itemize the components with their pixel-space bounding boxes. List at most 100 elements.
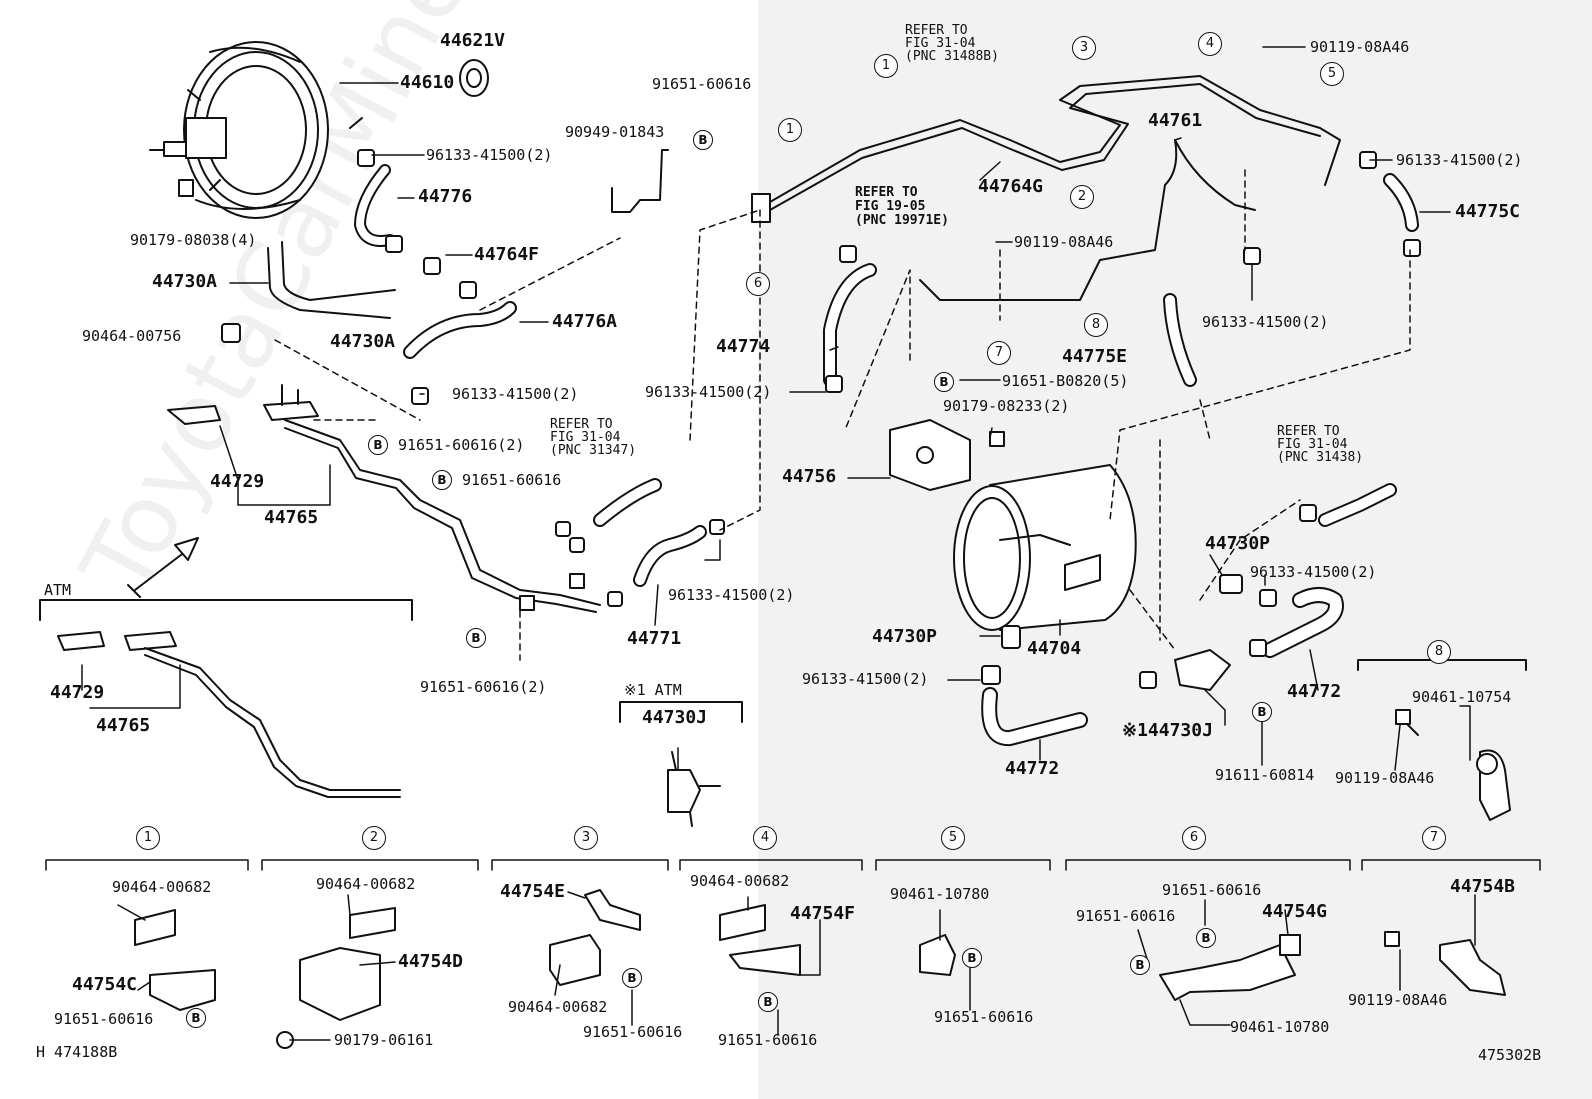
part-44774-label: 44774 xyxy=(716,336,771,357)
pipe-44730A xyxy=(267,247,391,319)
part-44764G-label: 44764G xyxy=(978,176,1044,197)
section-7-callout: 7 xyxy=(1422,826,1446,850)
part-44765-label: 44765 xyxy=(96,715,151,736)
part-96133-label: 96133-41500(2) xyxy=(452,385,579,403)
atm-variant-label: ※1 ATM xyxy=(624,681,682,699)
part-44775C-label: 44775C xyxy=(1455,201,1521,222)
callout-8: 8 xyxy=(1427,640,1451,664)
section-6-callout: 6 xyxy=(1182,826,1206,850)
plate-44729 xyxy=(167,405,221,425)
b-marker: B xyxy=(368,435,388,455)
charcoal-canister-drawing xyxy=(953,464,1137,631)
part-44621V-label: 44621V xyxy=(440,30,506,51)
part-91651-60616-label: 91651-60616 xyxy=(718,1031,818,1049)
pipe-44765-lower xyxy=(144,647,401,791)
part-96133-label: 96133-41500(2) xyxy=(668,586,795,604)
part-44730P-label: 44730P xyxy=(872,626,938,647)
part-44754C-label: 44754C xyxy=(72,974,138,995)
section-4-callout: 4 xyxy=(753,826,777,850)
part-44729-label: 44729 xyxy=(210,471,265,492)
part-44610-label: 44610 xyxy=(400,72,455,93)
part-44765-label: 44765 xyxy=(264,507,319,528)
part-90119-08A46-label: 90119-08A46 xyxy=(1014,233,1114,251)
part-44761-label: 44761 xyxy=(1148,110,1203,131)
part-90464-00682-label: 90464-00682 xyxy=(690,872,790,890)
part-44754G-label: 44754G xyxy=(1262,901,1328,922)
part-44754F-label: 44754F xyxy=(790,903,856,924)
callout-5: 5 xyxy=(1320,62,1344,86)
part-44730A-label: 44730A xyxy=(152,271,218,292)
b-marker: B xyxy=(622,968,642,988)
part-90461-10754-label: 90461-10754 xyxy=(1412,688,1512,706)
part-96133-label: 96133-41500(2) xyxy=(426,146,553,164)
b-marker: B xyxy=(1196,928,1216,948)
part-44771-label: 44771 xyxy=(627,628,682,649)
section-2-callout: 2 xyxy=(362,826,386,850)
part-90119-08A46-label: 90119-08A46 xyxy=(1348,991,1448,1009)
callout-8: 8 xyxy=(1084,313,1108,337)
part-91651-B0820-label: 91651-B0820(5) xyxy=(1002,372,1129,390)
pipe-44765-upper xyxy=(284,419,601,606)
part-44730J-label: 44730J xyxy=(642,707,708,728)
part-91651-60616-label: 91651-60616 xyxy=(462,471,562,489)
part-44775E-label: 44775E xyxy=(1062,346,1128,367)
part-90464-00682-label: 90464-00682 xyxy=(316,875,416,893)
section-3-callout: 3 xyxy=(574,826,598,850)
seal-drawing xyxy=(459,59,489,97)
callout-6: 6 xyxy=(746,272,770,296)
part-90179-08038-label: 90179-08038(4) xyxy=(130,231,257,249)
callout-2: 2 xyxy=(1070,185,1094,209)
part-91651-60616-label: 91651-60616 xyxy=(583,1023,683,1041)
b-marker: B xyxy=(934,372,954,392)
part-44776A-label: 44776A xyxy=(552,311,618,332)
part-44772-label: 44772 xyxy=(1287,681,1342,702)
part-91651-60616-label: 91651-60616(2) xyxy=(398,436,525,454)
part-44754D-label: 44754D xyxy=(398,951,464,972)
callout-1: 1 xyxy=(874,54,898,78)
part-91651-60616-label: 91651-60616 xyxy=(54,1010,154,1028)
b-marker: B xyxy=(1130,955,1150,975)
part-44756-label: 44756 xyxy=(782,466,837,487)
part-44704-label: 44704 xyxy=(1027,638,1082,659)
part-90464-00756-label: 90464-00756 xyxy=(82,327,182,345)
shaded-panel xyxy=(758,0,1592,1099)
callout-4: 4 xyxy=(1198,32,1222,56)
part-90461-10780-label: 90461-10780 xyxy=(890,885,990,903)
part-44754E-label: 44754E xyxy=(500,881,566,902)
part-91651-60616-label: 91651-60616 xyxy=(934,1008,1034,1026)
part-44730J-label: ※144730J xyxy=(1122,720,1213,741)
pipe-44764G xyxy=(769,75,1321,203)
part-90464-00682-label: 90464-00682 xyxy=(112,878,212,896)
part-44764F-label: 44764F xyxy=(474,244,540,265)
part-90464-00682-label: 90464-00682 xyxy=(508,998,608,1016)
bracket-44756 xyxy=(889,419,971,491)
b-marker: B xyxy=(432,470,452,490)
part-91651-60616-label: 91651-60616 xyxy=(1076,907,1176,925)
figure-code-left: H 474188B xyxy=(36,1043,118,1061)
part-96133-label: 96133-41500(2) xyxy=(1250,563,1377,581)
part-91651-60616-label: 91651-60616(2) xyxy=(420,678,547,696)
part-90461-10780-label: 90461-10780 xyxy=(1230,1018,1330,1036)
part-90949-01843-label: 90949-01843 xyxy=(565,123,665,141)
dashed-leaders xyxy=(274,169,1411,661)
callout-3: 3 xyxy=(1072,36,1096,60)
direction-arrow xyxy=(134,547,191,591)
section-1-callout: 1 xyxy=(136,826,160,850)
part-44776-label: 44776 xyxy=(418,186,473,207)
valve-44730J xyxy=(667,769,701,813)
part-96133-label: 96133-41500(2) xyxy=(645,383,772,401)
part-91651-60616-label: 91651-60616 xyxy=(652,75,752,93)
bracket-90949 xyxy=(611,149,669,213)
callout-7: 7 xyxy=(987,341,1011,365)
part-91651-60616-label: 91651-60616 xyxy=(1162,881,1262,899)
section-brackets xyxy=(45,859,1541,871)
section-5-callout: 5 xyxy=(941,826,965,850)
part-90119-08A46-label: 90119-08A46 xyxy=(1310,38,1410,56)
part-44730P-label: 44730P xyxy=(1205,533,1271,554)
b-marker: B xyxy=(693,130,713,150)
b-marker: B xyxy=(758,992,778,1012)
